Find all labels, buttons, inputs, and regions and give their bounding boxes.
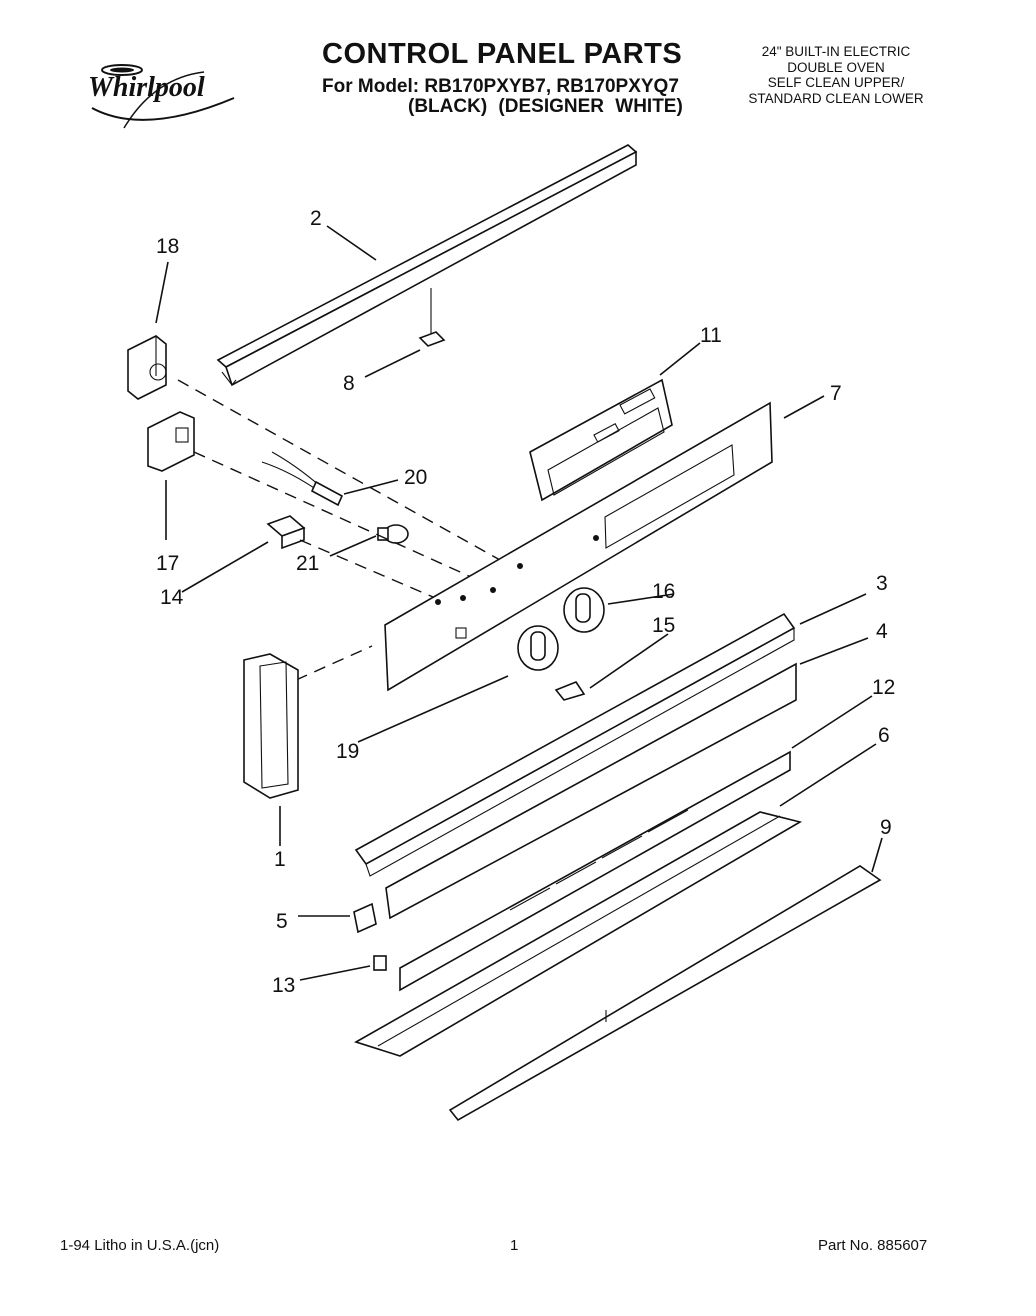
description-line: DOUBLE OVEN (787, 59, 885, 75)
part-7-control-panel (384, 401, 773, 692)
description-line: SELF CLEAN UPPER/ (767, 75, 905, 90)
svg-text:Whirlpool: Whirlpool (88, 72, 205, 103)
model-variants: (BLACK) (DESIGNER WHITE) (408, 96, 683, 117)
callout-7: 7 (830, 382, 842, 405)
part-21-lamp (377, 524, 409, 544)
callout-21: 21 (296, 552, 319, 575)
part-2-top-trim (216, 144, 638, 387)
part-14-rocker-switch (266, 515, 306, 550)
part-19-bracket (127, 335, 167, 400)
part-8-clip (418, 288, 446, 347)
callout-19: 18 (156, 235, 179, 258)
callout-8: 8 (343, 372, 355, 395)
part-5-end-bracket (353, 902, 377, 934)
callout-15: 15 (652, 614, 675, 637)
model-numbers: For Model: RB170PXYB7, RB170PXYQ7 (322, 76, 679, 97)
callout-4: 4 (876, 620, 888, 643)
callout-20: 20 (404, 466, 427, 489)
part-12-vent-grille (399, 750, 791, 992)
part-3-trim-channel (354, 612, 796, 877)
description-line: 24" BUILT-IN ELECTRIC (761, 44, 911, 59)
part-6-mounting-channel (354, 811, 803, 1057)
litho-note: 1-94 Litho in U.S.A.(jcn) (60, 1237, 220, 1254)
page-number: 1 (510, 1237, 519, 1254)
description-line: STANDARD CLEAN LOWER (748, 90, 924, 106)
callout-1: 1 (274, 848, 286, 871)
callout-6: 6 (878, 724, 890, 747)
part-16-knob (563, 587, 605, 633)
part-20-harness (261, 451, 344, 507)
part-13-clip (373, 955, 387, 971)
whirlpool-logo: Whirlpool (88, 64, 235, 129)
product-description: 24" BUILT-IN ELECTRIC DOUBLE OVEN SELF C… (720, 44, 952, 106)
callout-14: 14 (160, 586, 184, 609)
callout-12: 12 (872, 676, 895, 699)
callout-17: 19 (336, 740, 359, 763)
callout-11: 11 (700, 324, 722, 347)
callout-2: 2 (310, 207, 322, 230)
part-18-switch (147, 411, 195, 472)
part-1-end-cap (243, 653, 299, 799)
part-15-clip (554, 681, 586, 701)
callout-9: 9 (880, 816, 892, 839)
callout-13: 13 (272, 974, 295, 997)
part-17-knob (517, 625, 559, 671)
callout-16: 16 (652, 580, 675, 603)
part-11-clock-module (529, 378, 673, 502)
page-title: CONTROL PANEL PARTS (322, 38, 683, 70)
part-4-trim-strip (385, 662, 797, 920)
part-number: Part No. 885607 (818, 1237, 928, 1254)
callout-3: 3 (876, 572, 888, 595)
callout-5: 5 (276, 910, 288, 933)
callout-18: 17 (156, 552, 179, 575)
part-9-bottom-panel (448, 865, 882, 1122)
